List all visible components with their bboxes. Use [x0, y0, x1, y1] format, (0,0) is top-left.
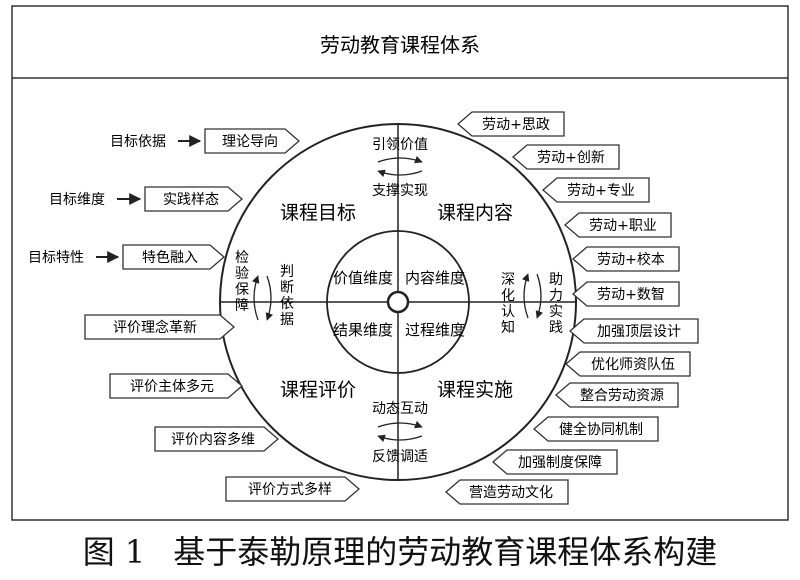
content-item: 劳动+专业: [542, 177, 650, 203]
bottom-arrow-left: [377, 434, 423, 443]
svg-text:劳动+专业: 劳动+专业: [567, 183, 635, 199]
diagram-title: 劳动教育课程体系: [320, 33, 480, 57]
svg-text:健全协同机制: 健全协同机制: [559, 421, 643, 438]
svg-text:验: 验: [235, 266, 249, 282]
content-item: 劳动+数智: [572, 281, 680, 307]
svg-text:认: 认: [501, 304, 515, 320]
quadrant-content: 课程内容: [437, 202, 513, 224]
top-arrow-right: [377, 155, 423, 164]
relation-bottom-a: 动态互动: [372, 401, 428, 417]
impl-item: 整合劳动资源: [555, 382, 679, 408]
figure-caption-text: 基于泰勒原理的劳动教育课程体系构建: [173, 533, 718, 571]
svg-text:化: 化: [501, 288, 515, 304]
svg-text:据: 据: [280, 312, 294, 328]
content-item: 劳动+思政: [457, 111, 565, 137]
goal-item: 目标特性 特色融入: [28, 244, 225, 270]
figure-number: 图 1: [82, 533, 146, 571]
content-item: 劳动+校本: [572, 246, 680, 272]
center-ring: [386, 290, 410, 314]
quadrant-evaluation: 课程评价: [280, 379, 356, 401]
svg-text:评价主体多元: 评价主体多元: [130, 378, 214, 395]
top-arrow-left: [377, 169, 423, 178]
relation-right-a: 深 化 认 知: [501, 272, 515, 336]
inner-process: 过程维度: [405, 321, 465, 339]
quadrant-goal: 课程目标: [280, 202, 356, 224]
svg-text:力: 力: [549, 288, 563, 304]
svg-text:实: 实: [549, 304, 563, 320]
eval-item: 评价主体多元: [109, 373, 243, 399]
inner-circle: [326, 230, 470, 374]
left-arrow-down: [265, 275, 274, 321]
svg-text:加强顶层设计: 加强顶层设计: [597, 324, 681, 340]
figure-caption: 图 1 基于泰勒原理的劳动教育课程体系构建: [0, 527, 800, 573]
svg-text:断: 断: [280, 280, 294, 296]
eval-item: 评价内容多维: [154, 426, 279, 452]
svg-text:整合劳动资源: 整合劳动资源: [580, 388, 664, 404]
bottom-arrow-right: [377, 420, 423, 429]
svg-text:劳动+职业: 劳动+职业: [589, 218, 657, 234]
svg-text:营造劳动文化: 营造劳动文化: [469, 485, 553, 501]
goal-item-tag: 实践样态: [163, 192, 219, 208]
goal-item-label: 目标特性: [28, 250, 84, 266]
svg-text:深: 深: [501, 272, 515, 288]
impl-item: 优化师资队伍: [565, 351, 691, 377]
svg-text:评价方式多样: 评价方式多样: [248, 481, 332, 498]
quadrant-implementation: 课程实施: [437, 379, 513, 401]
svg-text:障: 障: [235, 298, 249, 314]
inner-content: 内容维度: [405, 269, 465, 287]
inner-value: 价值维度: [333, 269, 393, 287]
goal-item-label: 目标依据: [110, 134, 166, 150]
svg-text:知: 知: [501, 319, 515, 336]
eval-item: 评价方式多样: [225, 476, 360, 502]
relation-left-b: 判 断 依 据: [280, 264, 294, 328]
goal-item-label: 目标维度: [49, 192, 105, 208]
relation-top-b: 支撑实现: [372, 183, 428, 199]
eval-item: 评价理念革新: [84, 314, 235, 340]
relation-right-b: 助 力 实 践: [549, 272, 563, 336]
svg-text:检: 检: [235, 250, 249, 266]
relation-bottom-b: 反馈调适: [372, 449, 428, 465]
relation-left-a: 检 验 保 障: [235, 250, 249, 314]
svg-text:评价理念革新: 评价理念革新: [113, 319, 197, 336]
right-arrow-up: [521, 273, 530, 319]
inner-result: 结果维度: [333, 321, 393, 339]
content-item: 劳动+创新: [512, 144, 620, 170]
goal-item: 目标依据 理论导向: [110, 128, 300, 154]
svg-text:评价内容多维: 评价内容多维: [171, 431, 255, 448]
svg-text:依: 依: [280, 296, 294, 312]
content-item: 劳动+职业: [564, 212, 672, 238]
svg-text:践: 践: [549, 320, 563, 336]
svg-text:劳动+校本: 劳动+校本: [597, 251, 665, 268]
svg-text:优化师资队伍: 优化师资队伍: [591, 357, 675, 373]
impl-item: 加强顶层设计: [569, 318, 699, 344]
left-arrow-up: [251, 275, 260, 321]
svg-text:助: 助: [549, 272, 563, 288]
goal-item: 目标维度 实践样态: [49, 186, 243, 212]
svg-text:保: 保: [235, 282, 249, 298]
impl-item: 加强制度保障: [492, 449, 618, 475]
svg-text:劳动+思政: 劳动+思政: [482, 117, 550, 133]
svg-text:判: 判: [280, 264, 294, 280]
goal-item-tag: 理论导向: [222, 134, 278, 150]
right-arrow-down: [535, 273, 544, 319]
svg-text:劳动+数智: 劳动+数智: [597, 287, 665, 303]
svg-text:加强制度保障: 加强制度保障: [518, 455, 602, 471]
impl-item: 营造劳动文化: [445, 479, 569, 505]
goal-item-tag: 特色融入: [142, 249, 198, 266]
impl-item: 健全协同机制: [533, 416, 659, 442]
svg-text:劳动+创新: 劳动+创新: [537, 150, 605, 166]
relation-top-a: 引领价值: [372, 137, 428, 153]
